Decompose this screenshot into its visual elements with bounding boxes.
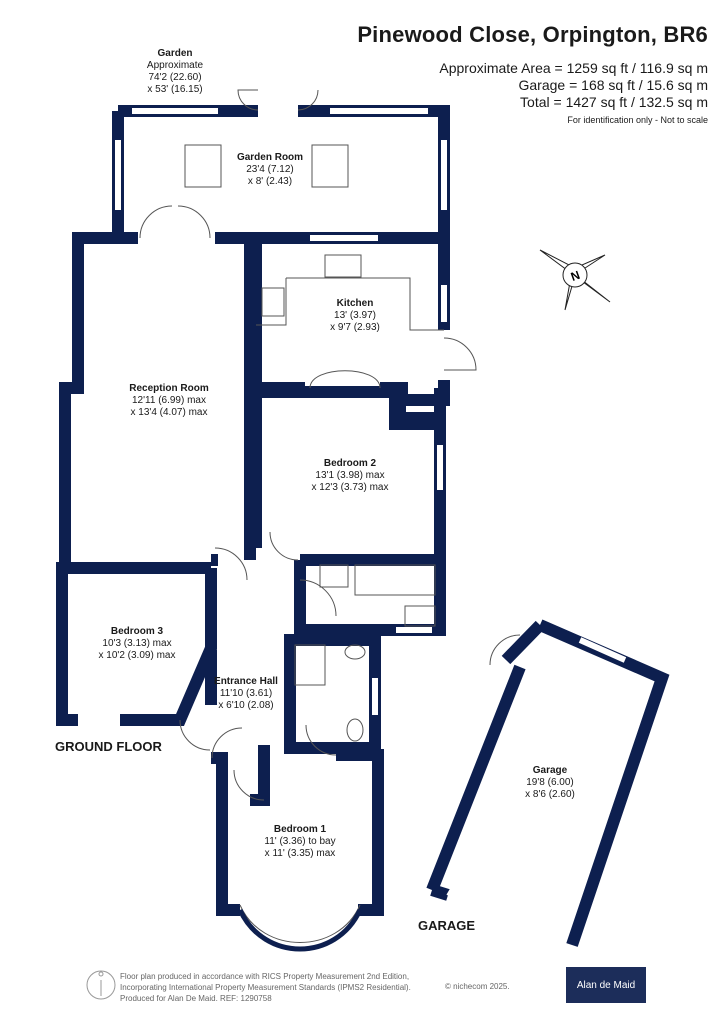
house-outer-walls xyxy=(56,232,217,726)
compass-icon: N xyxy=(539,249,611,311)
info-icon xyxy=(86,970,116,1000)
footer-notes: Floor plan produced in accordance with R… xyxy=(120,972,411,1003)
total-area: Total = 1427 sq ft / 132.5 sq m xyxy=(520,94,708,110)
garage-area: Garage = 168 sq ft / 15.6 sq m xyxy=(518,77,709,93)
approx-area: Approximate Area = 1259 sq ft / 116.9 sq… xyxy=(439,60,708,76)
footer-copyright: © nichecom 2025. xyxy=(445,982,510,991)
garage-floor-label: GARAGE xyxy=(418,918,476,933)
bedroom2-walls xyxy=(250,386,446,566)
disclaimer: For identification only - Not to scale xyxy=(567,115,708,125)
brand-logo: Alan de Maid xyxy=(566,967,646,1003)
ground-floor-label: GROUND FLOOR xyxy=(55,739,162,754)
garage-walls xyxy=(426,619,670,947)
hall-walls xyxy=(205,548,381,754)
page-title: Pinewood Close, Orpington, BR6 xyxy=(357,22,708,47)
